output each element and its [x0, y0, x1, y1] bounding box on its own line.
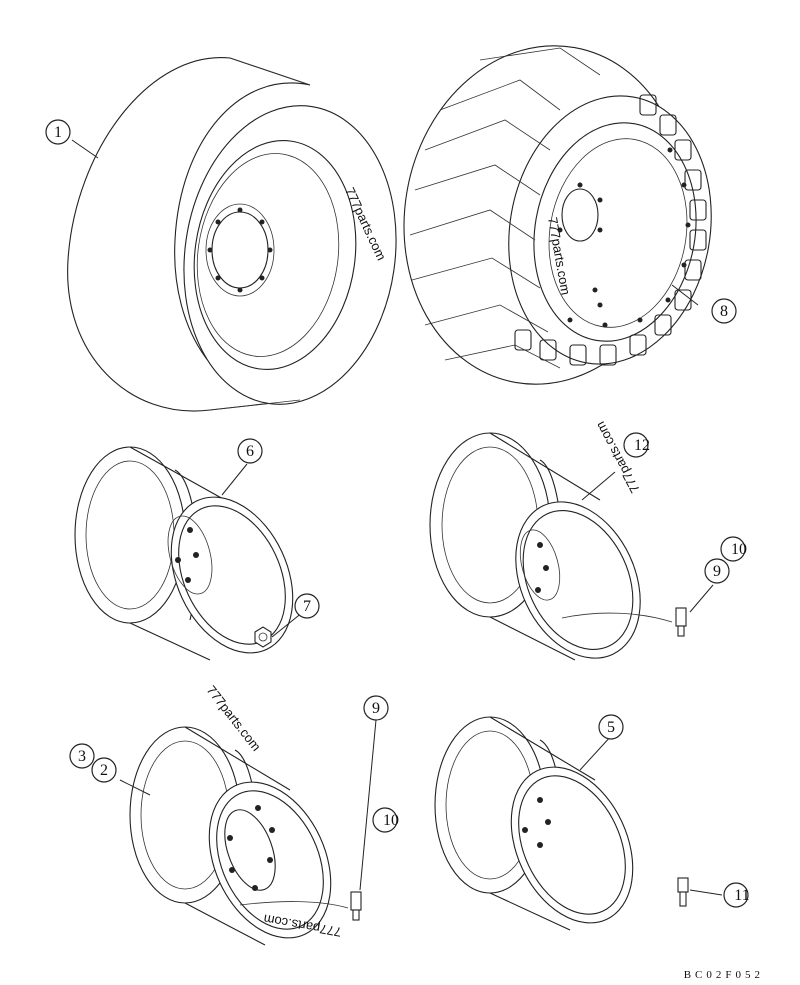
callout-9-right: 9	[704, 558, 730, 584]
valve-stem-loose	[677, 877, 689, 907]
svg-text:5: 5	[607, 719, 615, 736]
svg-text:11: 11	[734, 887, 749, 904]
solid-tire	[67, 57, 397, 412]
svg-text:12: 12	[634, 437, 650, 454]
valve-stem-left	[350, 891, 362, 921]
rim-2	[129, 726, 349, 946]
svg-text:9: 9	[372, 700, 380, 717]
callout-2: 2	[91, 757, 117, 783]
callout-9-left: 9	[363, 695, 389, 721]
svg-text:1: 1	[54, 124, 62, 141]
callout-1: 1	[45, 119, 71, 145]
callout-5: 5	[598, 714, 624, 740]
rim-5	[434, 716, 634, 931]
callout-10-right: 10	[720, 536, 747, 562]
svg-text:7: 7	[303, 598, 311, 615]
svg-text:10: 10	[731, 541, 747, 558]
callout-10-left: 10	[372, 807, 399, 833]
lug-nut	[254, 626, 272, 648]
tread-tire	[403, 45, 712, 385]
svg-text:9: 9	[713, 563, 721, 580]
svg-text:6: 6	[246, 443, 254, 460]
callout-6: 6	[237, 438, 263, 464]
leader-lines	[71, 139, 723, 896]
callout-12: 12	[623, 432, 650, 458]
valve-stem-right	[675, 607, 687, 637]
callout-7: 7	[294, 593, 320, 619]
rim-12	[429, 432, 673, 661]
callout-11: 11	[723, 882, 750, 908]
callout-3: 3	[69, 743, 95, 769]
svg-text:3: 3	[78, 748, 86, 765]
callout-8: 8	[711, 298, 737, 324]
svg-text:8: 8	[720, 303, 728, 320]
svg-text:2: 2	[100, 762, 108, 779]
rim-6	[74, 446, 294, 661]
svg-text:10: 10	[383, 812, 399, 829]
drawing-code: BC02F052	[683, 969, 764, 981]
